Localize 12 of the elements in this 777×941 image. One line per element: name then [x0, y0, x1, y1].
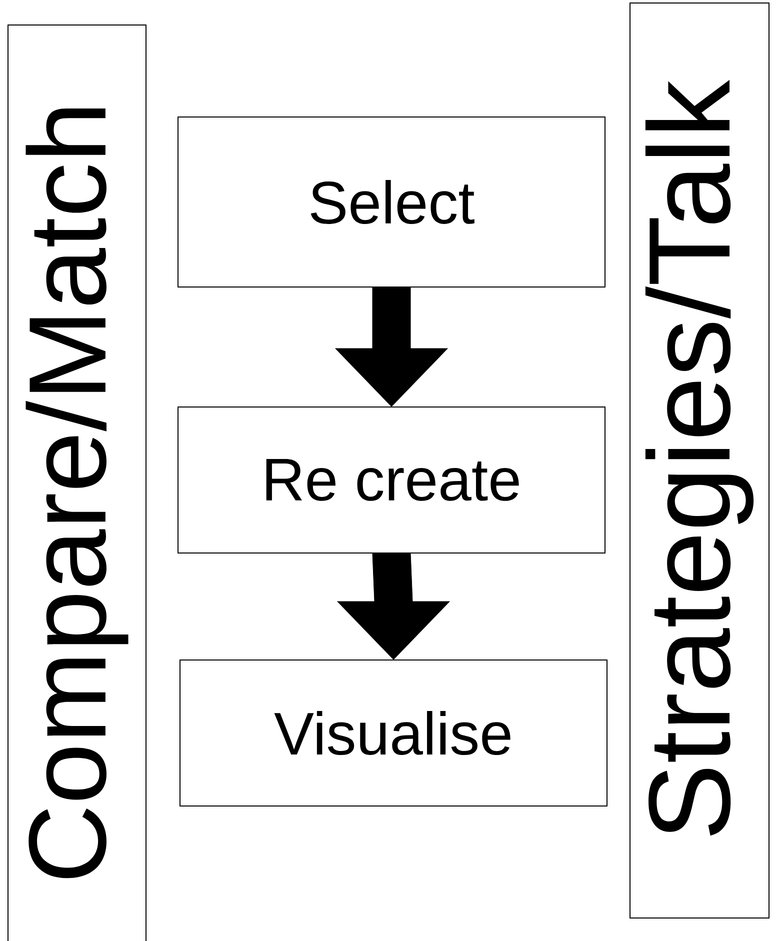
node-label: Compare/Match — [26, 108, 128, 878]
node-label: Select — [310, 180, 474, 224]
node-label: Re create — [266, 459, 519, 501]
block-arrow — [335, 287, 448, 407]
block-arrow — [337, 553, 450, 660]
step-box — [178, 116, 606, 288]
node-label: Visualise — [274, 710, 510, 756]
step-box — [180, 660, 608, 806]
side-panel — [630, 2, 770, 918]
side-panel — [8, 24, 146, 941]
node-label: Strategies/Talk — [645, 80, 754, 836]
step-box — [178, 406, 606, 554]
